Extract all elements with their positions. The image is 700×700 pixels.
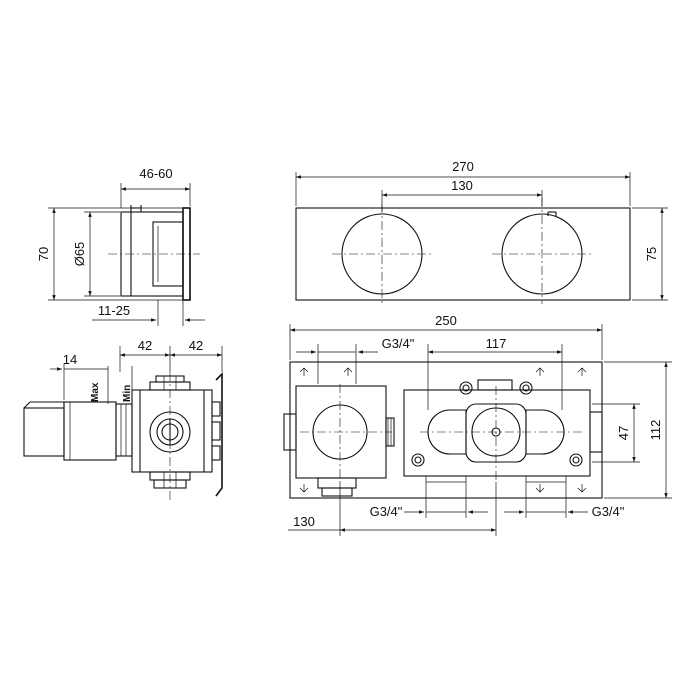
body-side-view: Max Min 14 42 42 <box>23 338 223 500</box>
dim-diameter-65: Ø65 <box>72 242 87 267</box>
label-min: Min <box>122 385 133 402</box>
dim-46-60: 46-60 <box>139 166 172 181</box>
label-g34-bottom-right: G3/4" <box>592 504 625 519</box>
dim-250: 250 <box>435 313 457 328</box>
dim-14: 14 <box>63 352 77 367</box>
trim-side-view: 46-60 70 Ø65 11-25 <box>36 166 205 326</box>
dim-42-right: 42 <box>189 338 203 353</box>
dim-47: 47 <box>616 426 631 440</box>
cover-plate-front-view: 270 130 75 <box>295 159 668 304</box>
dim-70: 70 <box>36 247 51 261</box>
dim-130-top: 130 <box>451 178 473 193</box>
label-max: Max <box>90 382 101 402</box>
dim-130-bottom: 130 <box>293 514 315 529</box>
body-front-view: 250 G3/4" 117 112 47 130 <box>283 313 672 536</box>
dim-117: 117 <box>486 336 507 351</box>
dim-270: 270 <box>452 159 474 174</box>
dim-11-25: 11-25 <box>98 303 130 318</box>
label-g34-top: G3/4" <box>382 336 415 351</box>
label-g34-bottom-left: G3/4" <box>370 504 403 519</box>
dim-42-left: 42 <box>138 338 152 353</box>
dim-75: 75 <box>644 247 659 261</box>
dim-112: 112 <box>648 420 663 441</box>
